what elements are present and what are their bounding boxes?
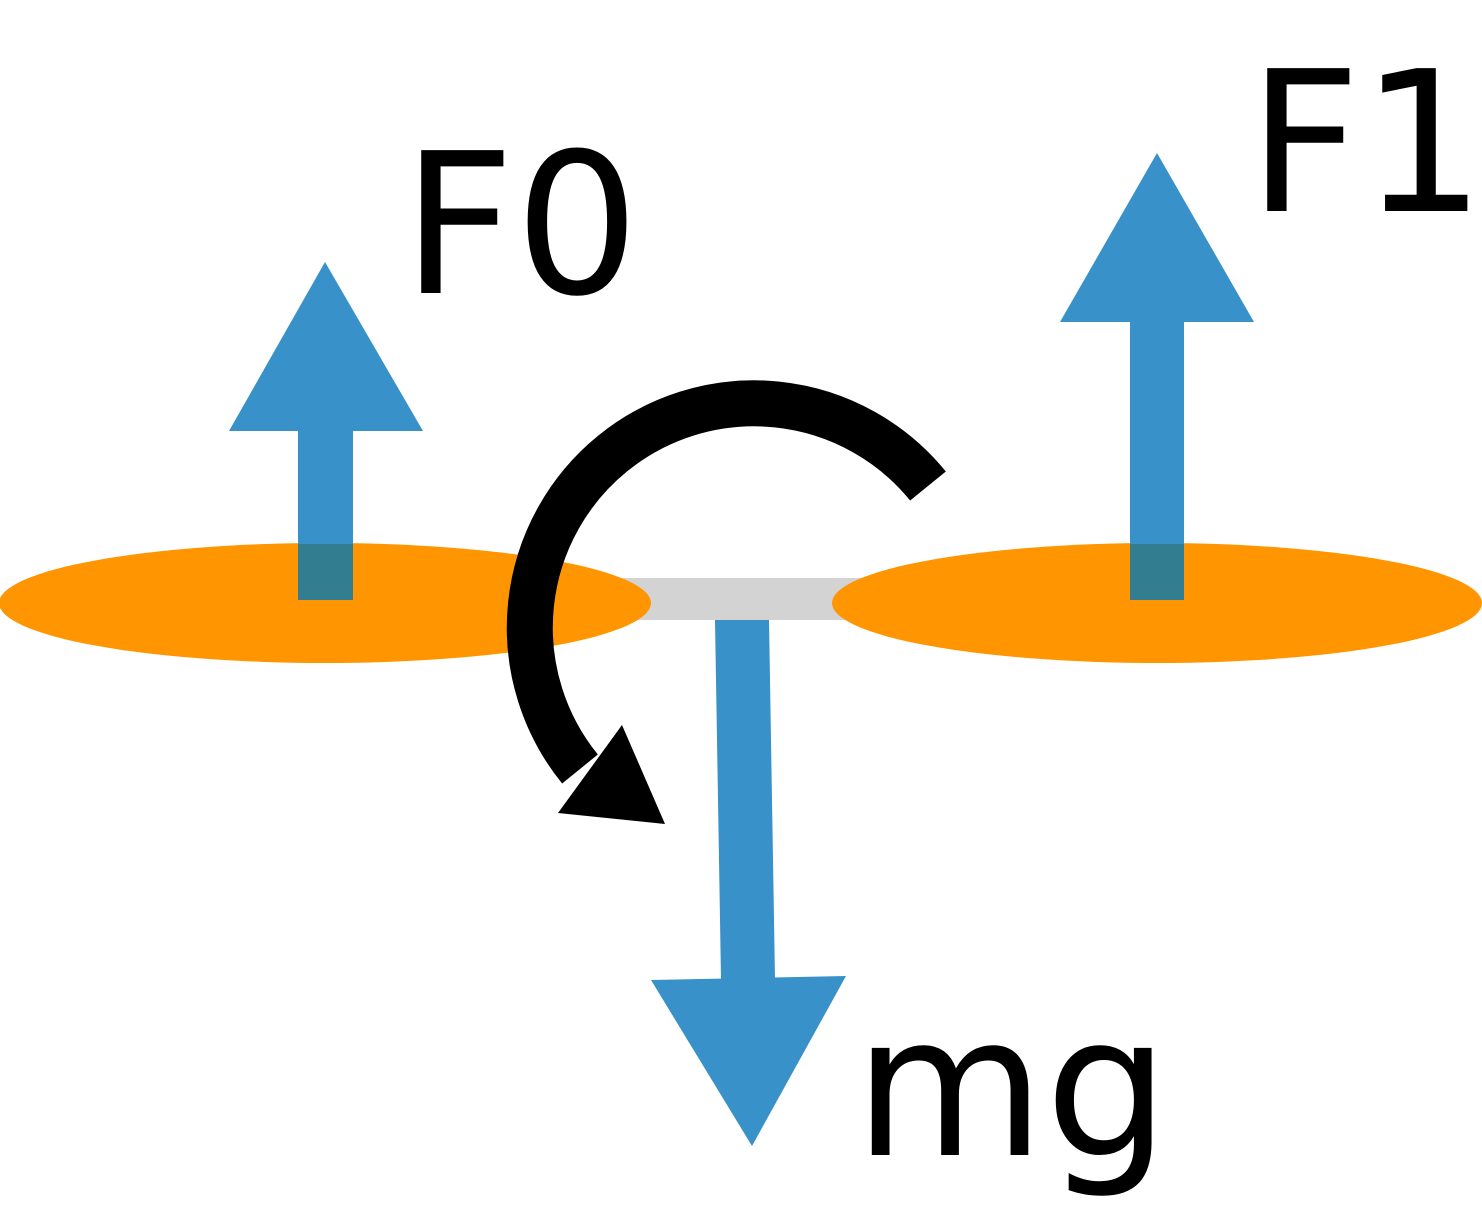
thrust-arrow-f0 <box>229 262 423 600</box>
weight-arrow-mg <box>651 620 846 1146</box>
thrust-arrow-f1-overlap <box>1130 544 1184 600</box>
curved-arrow-clockwise-icon <box>506 380 946 824</box>
right-rotor <box>832 543 1482 663</box>
thrust-arrow-f1 <box>1060 153 1254 600</box>
moment-arrowhead <box>558 725 665 824</box>
label-mg: mg <box>854 974 1169 1202</box>
moment-arc <box>506 380 946 784</box>
weight-arrow-mg-shaft <box>715 620 775 979</box>
left-rotor <box>0 543 651 663</box>
label-f1: F1 <box>1248 30 1482 258</box>
thrust-arrow-f0-head <box>229 262 423 431</box>
thrust-arrow-f1-head <box>1060 153 1254 322</box>
weight-arrow-mg-head <box>651 976 846 1146</box>
thrust-arrow-f0-overlap <box>298 544 353 600</box>
label-f0: F0 <box>402 112 639 340</box>
